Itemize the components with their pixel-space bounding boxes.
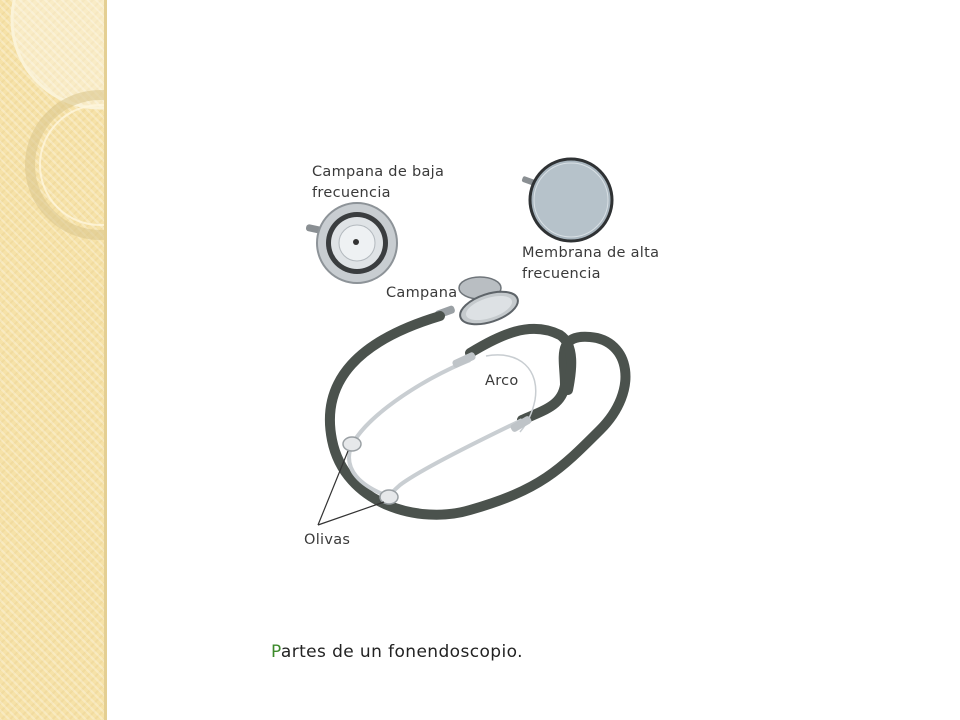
label-campana-baja-frecuencia: Campana de baja frecuencia [312,162,444,204]
caption-first-letter: P [271,642,281,662]
diaphragm-detail-image [521,157,614,243]
label-membrana-line1: Membrana de alta [522,245,660,261]
label-arco: Arco [485,373,519,389]
label-campana-baja-line2: frecuencia [312,185,391,201]
decorative-side-panel [0,0,104,720]
bell-detail-image [305,202,398,284]
figure-caption: Partes de un fonendoscopio. [271,642,523,662]
side-panel-edge [104,0,107,720]
label-membrana-line2: frecuencia [522,266,601,282]
label-campana-baja-line1: Campana de baja [312,164,445,180]
caption-text: artes de un fonendoscopio. [280,642,523,662]
label-membrana-alta-frecuencia: Membrana de alta frecuencia [522,243,659,285]
stethoscope-image [324,276,631,520]
label-campana: Campana [386,285,458,301]
olivas-leader-lines [317,450,385,526]
label-olivas: Olivas [304,532,351,548]
decorative-circles [10,0,104,240]
